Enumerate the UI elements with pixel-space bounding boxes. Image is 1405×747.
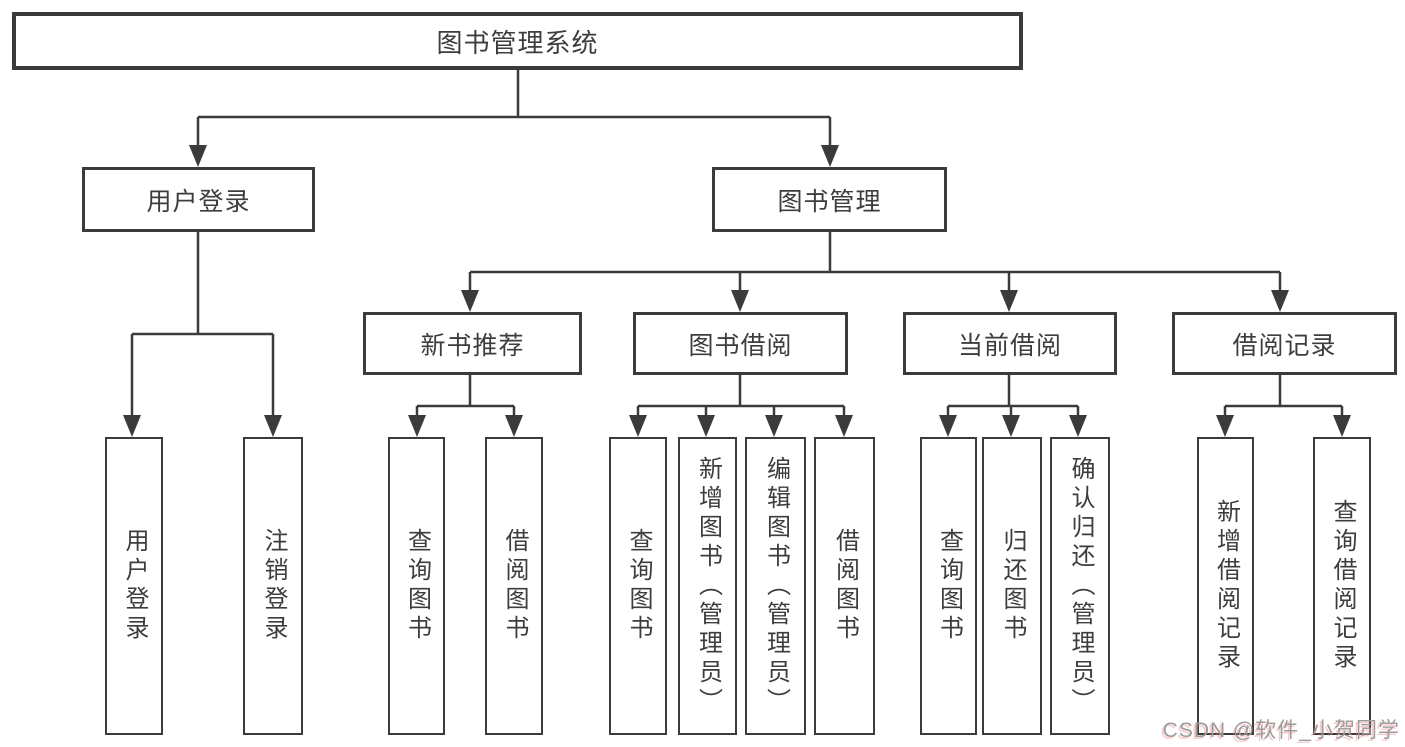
- leaf-borrow-books: 借阅图书: [814, 437, 875, 735]
- csdn-watermark: CSDN @软件_小贺同学: [1162, 719, 1400, 742]
- leaf-user-login: 用户登录: [105, 437, 163, 735]
- leaf-confirm-return-admin: 确认归还（管理员）: [1050, 437, 1110, 735]
- leaf-query-books-current: 查询图书: [920, 437, 977, 735]
- leaf-logout: 注销登录: [243, 437, 303, 735]
- node-current-borrow: 当前借阅: [903, 312, 1117, 375]
- leaf-query-books-borrow: 查询图书: [609, 437, 667, 735]
- node-new-book-recommend: 新书推荐: [363, 312, 582, 375]
- node-user-login-branch: 用户登录: [82, 167, 315, 232]
- leaf-edit-books-admin: 编辑图书（管理员）: [745, 437, 806, 735]
- leaf-query-borrow-record: 查询借阅记录: [1313, 437, 1371, 735]
- leaf-add-books-admin: 新增图书（管理员）: [678, 437, 737, 735]
- node-book-management: 图书管理: [712, 167, 947, 232]
- node-borrow-records: 借阅记录: [1172, 312, 1397, 375]
- node-book-borrow: 图书借阅: [633, 312, 848, 375]
- leaf-add-borrow-record: 新增借阅记录: [1197, 437, 1254, 735]
- node-root-system: 图书管理系统: [12, 12, 1023, 70]
- leaf-borrow-books-recommend: 借阅图书: [485, 437, 543, 735]
- leaf-return-books: 归还图书: [982, 437, 1042, 735]
- leaf-query-books-recommend: 查询图书: [388, 437, 445, 735]
